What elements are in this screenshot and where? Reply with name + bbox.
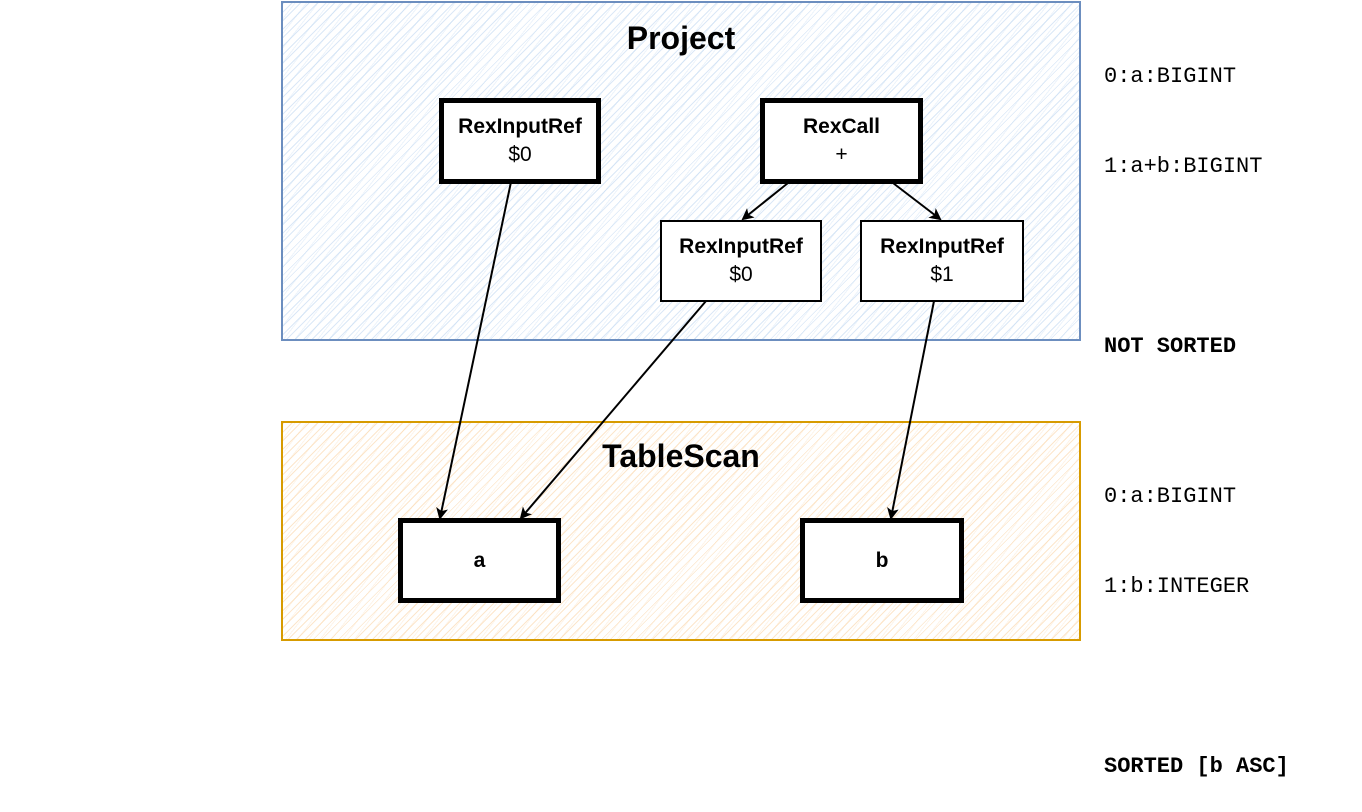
project-title: Project <box>626 20 736 56</box>
node-title: RexInputRef <box>679 235 803 258</box>
node-value: $1 <box>930 263 954 286</box>
tablescan-schema-line-1: 1:b:INTEGER <box>1104 574 1250 599</box>
node-rexinputref-1: RexInputRef $1 <box>860 220 1024 302</box>
node-title: b <box>875 548 889 572</box>
project-schema: 0:a:BIGINT 1:a+b:BIGINT NOT SORTED <box>1104 2 1262 392</box>
node-title: RexInputRef <box>458 115 582 138</box>
node-title: a <box>473 548 486 572</box>
node-rexcall: RexCall + <box>760 98 923 184</box>
node-value: $0 <box>729 263 753 286</box>
edge-rexinputref-top-to-a <box>436 181 512 520</box>
project-sort-status: NOT SORTED <box>1104 334 1237 359</box>
edges-layer <box>436 181 942 520</box>
tablescan-schema-line-0: 0:a:BIGINT <box>1104 484 1237 509</box>
edge-rexinputref-1-to-b <box>887 300 935 520</box>
project-schema-line-0: 0:a:BIGINT <box>1104 64 1237 89</box>
node-column-a: a <box>398 518 561 603</box>
edge-rexcall-to-rexinputref-0 <box>741 182 789 221</box>
node-value: + <box>835 143 848 166</box>
node-rexinputref-top: RexInputRef $0 <box>439 98 601 184</box>
node-title: RexInputRef <box>880 235 1004 258</box>
node-title: RexCall <box>802 115 881 138</box>
edge-rexcall-to-rexinputref-1 <box>892 182 942 221</box>
edge-rexinputref-0-to-a <box>519 300 707 520</box>
tablescan-sort-status: SORTED [b ASC] <box>1104 754 1289 779</box>
project-container <box>281 1 1081 341</box>
node-rexinputref-0: RexInputRef $0 <box>660 220 822 302</box>
tablescan-title: TableScan <box>602 438 760 474</box>
node-column-b: b <box>800 518 964 603</box>
tablescan-schema: 0:a:BIGINT 1:b:INTEGER SORTED [b ASC] <box>1104 422 1289 812</box>
project-schema-line-1: 1:a+b:BIGINT <box>1104 154 1263 179</box>
node-value: $0 <box>508 143 532 166</box>
